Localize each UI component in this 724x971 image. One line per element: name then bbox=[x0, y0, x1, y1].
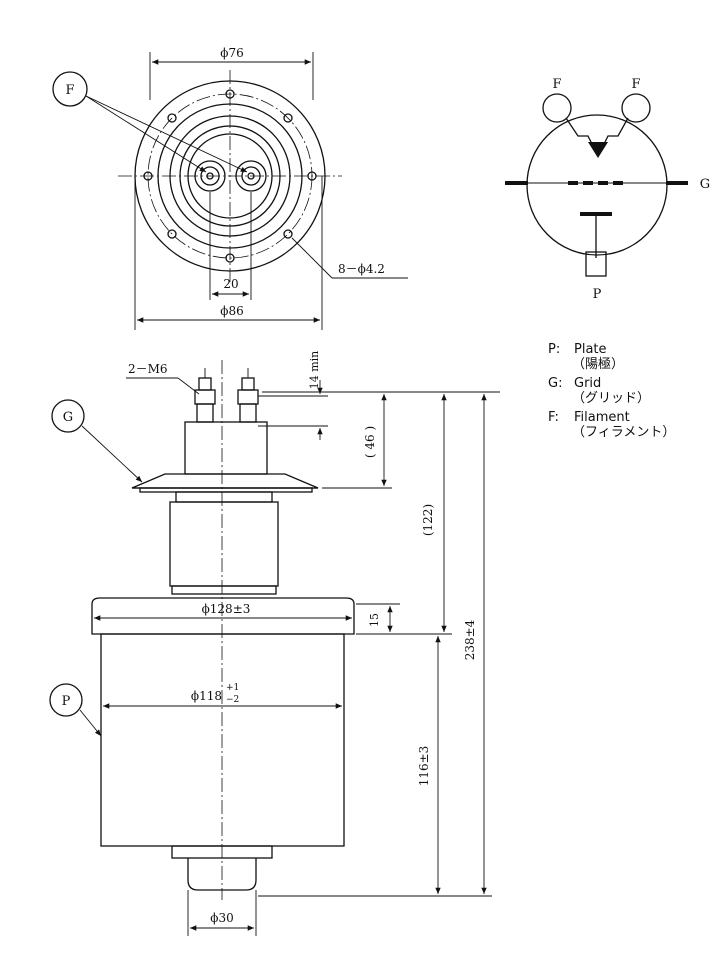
dim-base-label: ϕ86 bbox=[220, 304, 243, 318]
legend-jp: （陽極） bbox=[572, 357, 625, 372]
legend-name: Plate bbox=[574, 342, 607, 357]
side-view: 2－M6 14 min ( 46 ) G (122) 15 ϕ128±3 238… bbox=[49, 351, 500, 936]
callout-G-circle bbox=[51, 399, 85, 433]
callout-P-circle bbox=[49, 683, 83, 717]
dim-46-label: ( 46 ) bbox=[363, 426, 377, 458]
legend-jp: （グリッド） bbox=[572, 391, 651, 406]
legend-item-filament: F: Filament （フィラメント） bbox=[548, 410, 675, 440]
dim-flange-dia-label: ϕ128±3 bbox=[202, 602, 251, 616]
dim-pin-spacing-label: 20 bbox=[223, 277, 238, 291]
callout-P-label: P bbox=[62, 694, 71, 709]
dim-116-label: 116±3 bbox=[417, 746, 431, 787]
callout-F-label: F bbox=[65, 83, 74, 98]
dim-body-tol-upper: +1 bbox=[226, 683, 239, 693]
schematic-G-label: G bbox=[700, 177, 710, 192]
legend-code: P: bbox=[548, 342, 561, 357]
dim-122-label: (122) bbox=[421, 504, 435, 536]
callout-G-label: G bbox=[63, 410, 73, 425]
legend-code: F: bbox=[548, 410, 559, 425]
dim-body-dia-label: ϕ118 bbox=[191, 689, 222, 703]
legend-item-grid: G: Grid （グリッド） bbox=[548, 376, 675, 406]
legend-item-plate: P: Plate （陽極） bbox=[548, 342, 675, 372]
callout-F-circle bbox=[52, 71, 88, 107]
legend-code: G: bbox=[548, 376, 563, 391]
legend-name: Grid bbox=[574, 376, 602, 391]
dim-holes-label: 8－ϕ4.2 bbox=[338, 262, 385, 276]
legend-name: Filament bbox=[574, 410, 630, 425]
tube-schematic: F F G P bbox=[505, 77, 710, 302]
dim-body-tol-lower: −2 bbox=[226, 695, 239, 705]
schematic-F-left-label: F bbox=[552, 77, 561, 92]
dim-238-label: 238±4 bbox=[463, 619, 477, 660]
terminal-legend: P: Plate （陽極） G: Grid （グリッド） F: Filament （フ… bbox=[548, 342, 675, 444]
dim-min-label: 14 min bbox=[308, 351, 321, 390]
schematic-P-label: P bbox=[593, 287, 602, 302]
dim-30-label: ϕ30 bbox=[210, 911, 233, 925]
legend-jp: （フィラメント） bbox=[572, 425, 676, 440]
dim-outer-flange-label: ϕ76 bbox=[220, 46, 243, 60]
schematic-F-right-label: F bbox=[631, 77, 640, 92]
dim-15-label: 15 bbox=[368, 613, 381, 627]
top-view: ϕ76 F 20 bbox=[52, 46, 408, 330]
dim-thread-label: 2－M6 bbox=[128, 362, 168, 376]
